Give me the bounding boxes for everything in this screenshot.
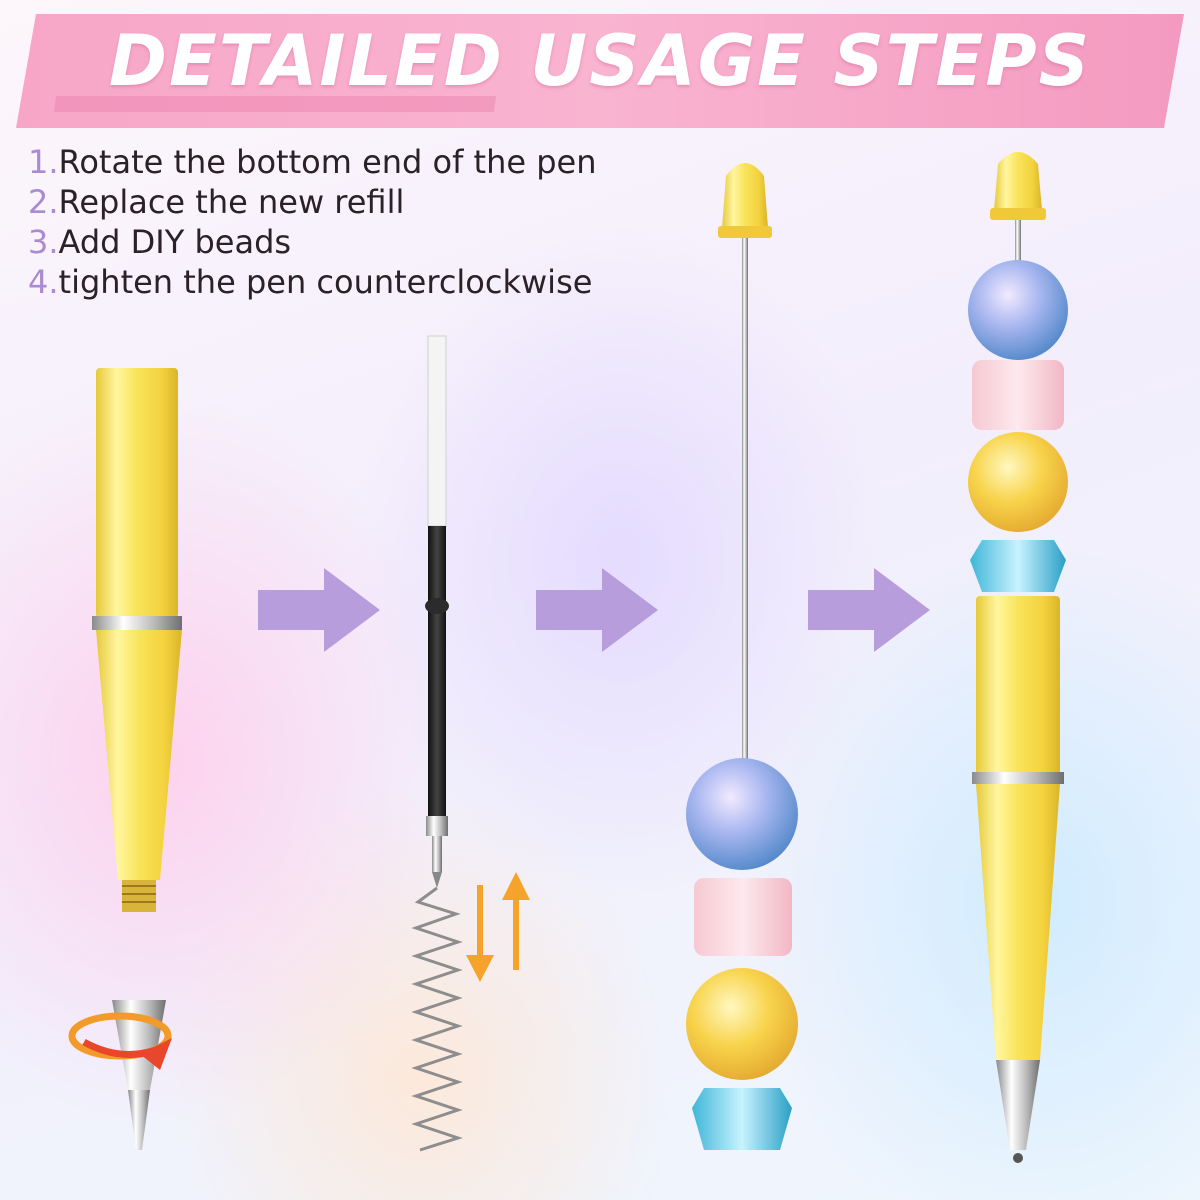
up-down-arrows-icon — [466, 872, 530, 982]
rotate-arrow-icon — [68, 1012, 172, 1070]
bead-crystal — [692, 1088, 792, 1150]
arrow-right-icon — [536, 568, 658, 652]
bead-iridescent — [968, 260, 1068, 360]
bead-yellow — [968, 432, 1068, 532]
step-2: 2.Replace the new refill — [28, 182, 597, 222]
pen-refill — [425, 335, 449, 888]
loose-beads — [686, 758, 798, 1150]
step-text: Rotate the bottom end of the pen — [58, 143, 597, 181]
step-3: 3.Add DIY beads — [28, 222, 597, 262]
assembled-pen — [968, 152, 1068, 1163]
step-text: Replace the new refill — [58, 183, 405, 221]
step-1: 1.Rotate the bottom end of the pen — [28, 142, 597, 182]
arrow-right-icon — [258, 568, 380, 652]
step-text: Add DIY beads — [58, 223, 292, 261]
bead-yellow — [686, 968, 798, 1080]
step-number: 3. — [28, 223, 59, 261]
refill-spring — [411, 886, 463, 1152]
arrow-right-icon — [808, 568, 930, 652]
usage-steps-list: 1.Rotate the bottom end of the pen 2.Rep… — [28, 142, 597, 302]
banner-ribbon — [16, 14, 1184, 128]
step-number: 1. — [28, 143, 59, 181]
bead-shaft — [718, 163, 772, 801]
bead-iridescent — [686, 758, 798, 870]
pen-barrel — [92, 368, 182, 912]
step-number: 2. — [28, 183, 59, 221]
title-banner: DETAILED USAGE STEPS — [16, 8, 1184, 134]
page-title: DETAILED USAGE STEPS — [108, 20, 1092, 102]
bead-crystal — [970, 540, 1066, 592]
bead-pink — [972, 360, 1064, 430]
bead-pink — [694, 878, 792, 956]
step-number: 4. — [28, 263, 59, 301]
step-4: 4.tighten the pen counterclockwise — [28, 262, 597, 302]
step-text: tighten the pen counterclockwise — [58, 263, 593, 301]
